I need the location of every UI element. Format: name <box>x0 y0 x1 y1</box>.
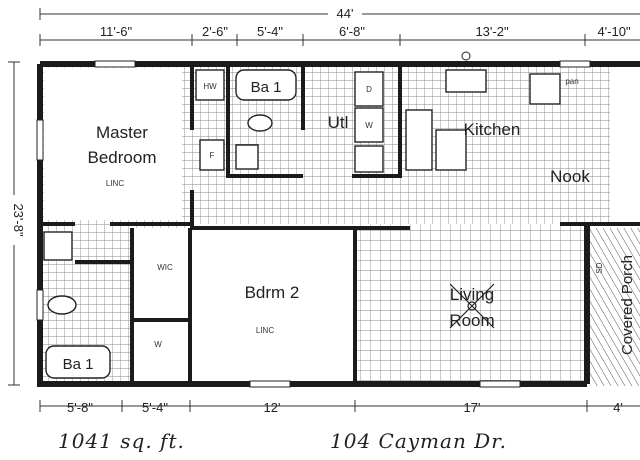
bath-bottom-label: Ba 1 <box>63 356 94 373</box>
master-bedroom-label-1: Master <box>96 123 148 142</box>
windows <box>36 60 591 388</box>
top-dim-3: 5'-4" <box>257 24 283 39</box>
washer-label: W <box>365 121 373 130</box>
overall-width-label: 44' <box>337 6 354 21</box>
walk-in-closet-label: WIC <box>157 263 173 272</box>
bottom-dim-5: 4' <box>613 400 623 415</box>
bottom-dim-3: 12' <box>264 400 281 415</box>
overall-depth-label: 23'-8" <box>11 203 26 237</box>
top-dim-6: 4'-10" <box>597 24 631 39</box>
overall-width-dimension: 44' <box>39 4 640 22</box>
bottom-dim-4: 17' <box>464 400 481 415</box>
top-dim-2: 2'-6" <box>202 24 228 39</box>
bottom-dim-2: 5'-4" <box>142 400 168 415</box>
utility-fixtures: D W <box>354 71 384 173</box>
bath-top-label: Ba 1 <box>251 79 282 96</box>
kitchen-fixtures: pan <box>405 51 579 171</box>
master-bedroom-floor <box>44 68 182 220</box>
bath-top-fixtures: Ba 1 HW F <box>195 69 297 171</box>
kitchen-label: Kitchen <box>464 120 521 139</box>
closet-w-label: W <box>154 340 162 349</box>
utility-label: Utl <box>328 113 349 132</box>
covered-porch-label: Covered Porch <box>619 255 636 355</box>
master-bedroom-label-2: Bedroom <box>88 148 157 167</box>
ceiling-fan-icon <box>449 283 495 329</box>
bottom-dim-1: 5'-8" <box>67 400 93 415</box>
interior-walls <box>40 64 640 384</box>
nook-label: Nook <box>550 167 590 186</box>
overall-depth-dimension: 23'-8" <box>4 61 26 386</box>
fridge-small-label: F <box>210 151 215 160</box>
porch-sd-label: SD <box>595 262 604 273</box>
master-linc-label: LINC <box>106 179 124 188</box>
bottom-dimension-string: 5'-8" 5'-4" 12' 17' 4' <box>39 400 640 415</box>
bedroom-2-label: Bdrm 2 <box>245 283 300 302</box>
exterior-walls <box>37 61 640 387</box>
living-room-label-2: Room <box>449 311 494 330</box>
living-room-label-1: Living <box>450 285 494 304</box>
address-note: 104 Cayman Dr. <box>330 429 507 453</box>
top-dim-4: 6'-8" <box>339 24 365 39</box>
top-dim-5: 13'-2" <box>475 24 509 39</box>
pantry-label: pan <box>565 77 578 86</box>
bath-bottom-fixtures: Ba 1 <box>43 231 111 379</box>
dryer-label: D <box>366 85 372 94</box>
square-footage-note: 1041 sq. ft. <box>58 429 185 453</box>
top-dimension-string: 11'-6" 2'-6" 5'-4" 6'-8" 13'-2" 4'-10" <box>39 24 640 46</box>
room-labels: Master Bedroom LINC Utl Kitchen Nook Bdr… <box>88 113 636 355</box>
top-dim-1: 11'-6" <box>100 24 133 39</box>
water-heater-label: HW <box>203 82 217 91</box>
bdrm2-linc-label: LINC <box>256 326 274 335</box>
